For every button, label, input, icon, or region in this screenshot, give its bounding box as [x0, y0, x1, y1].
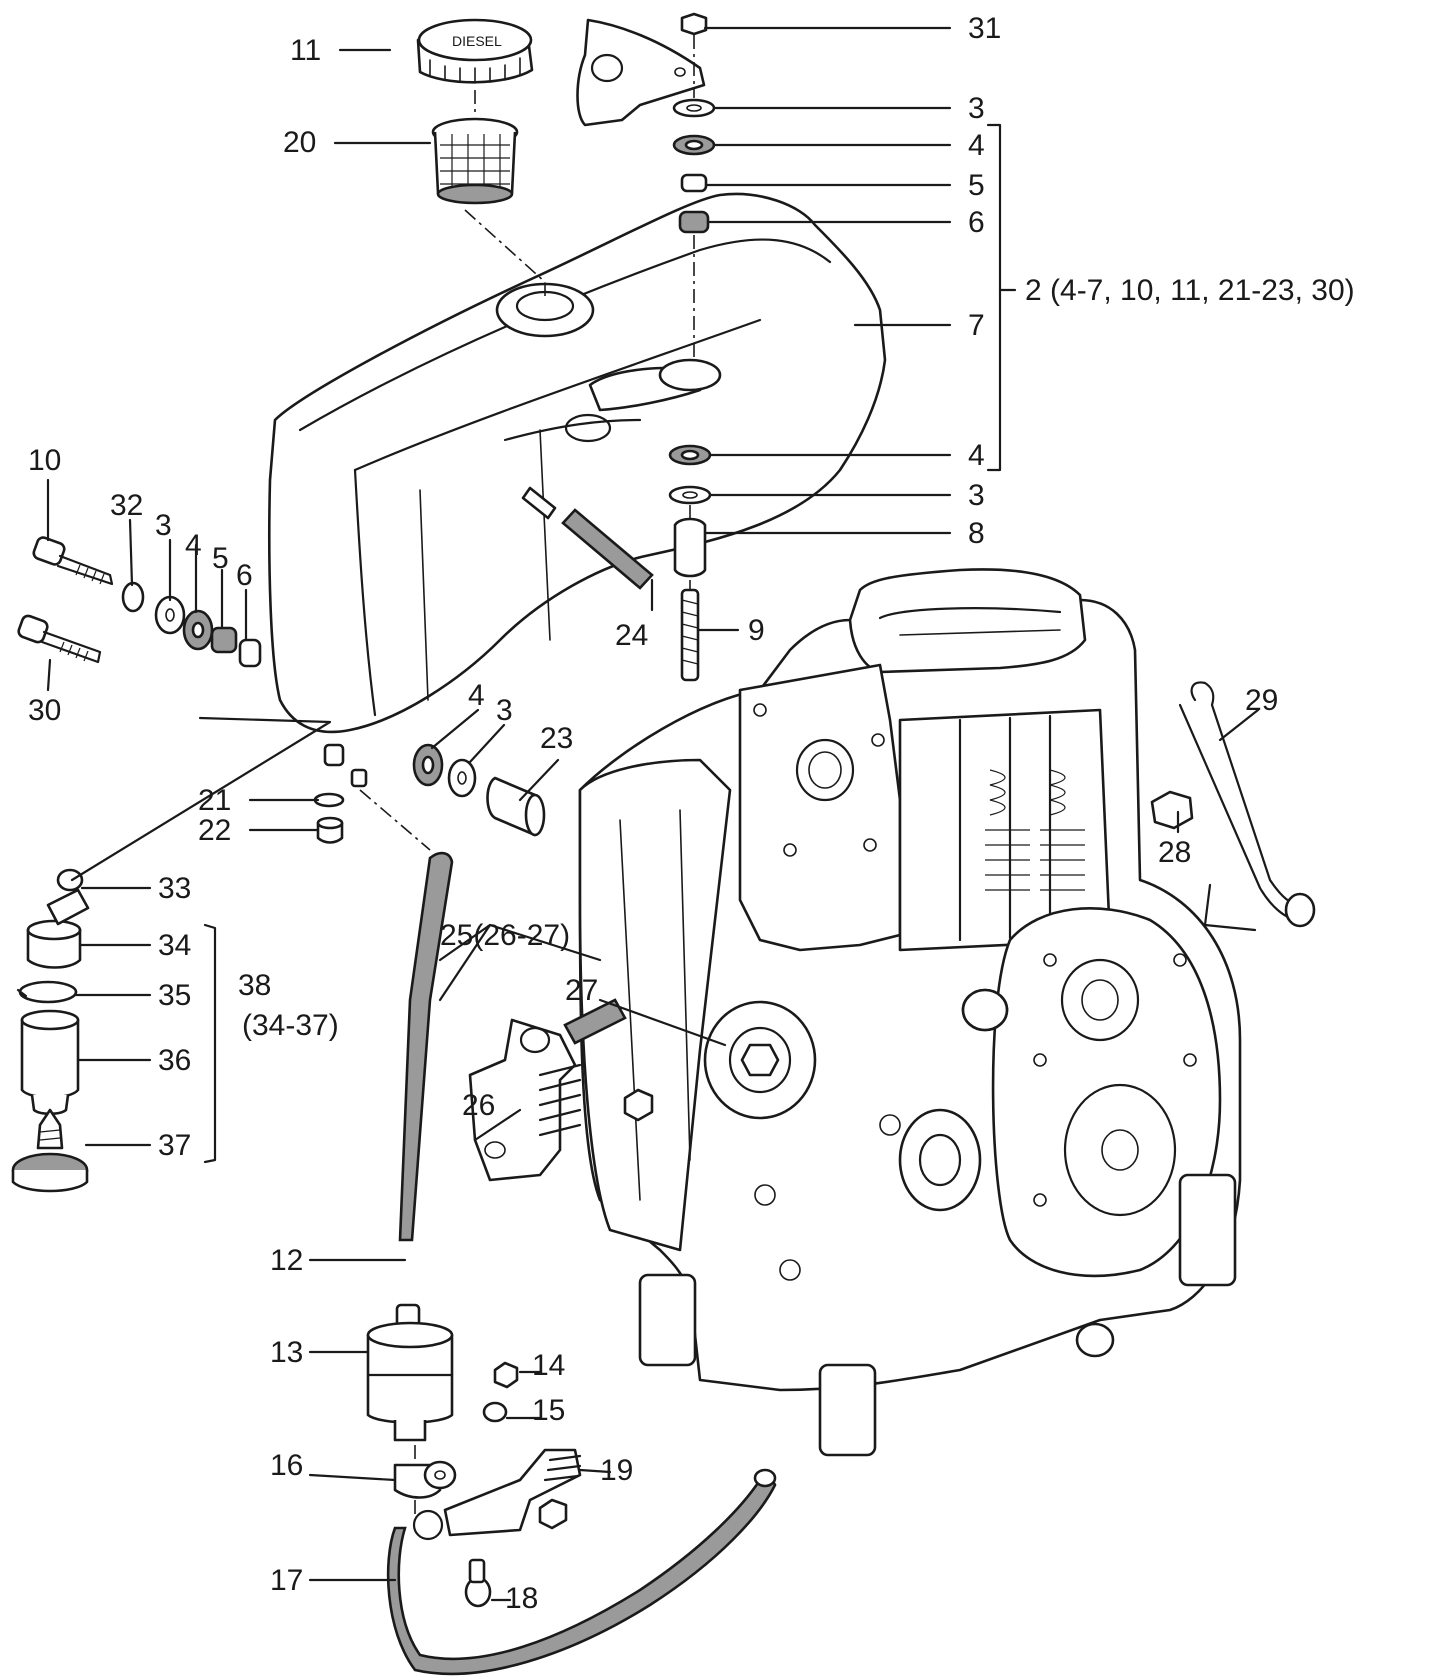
label-23: 23 [540, 722, 573, 755]
label-29: 29 [1245, 684, 1278, 717]
bolt-30 [17, 614, 102, 664]
labels: 11 20 31 3 4 5 6 2 (4-7, 10, 11, 21-23, … [28, 12, 1355, 1615]
nut-14 [493, 1361, 519, 1389]
nut-26 [623, 1088, 654, 1122]
label-18: 18 [505, 1582, 538, 1615]
plug-37 [11, 1108, 89, 1193]
label-30: 30 [28, 694, 61, 727]
hose-clamp-33 [56, 868, 84, 892]
label-8: 8 [968, 517, 985, 550]
label-7: 7 [968, 309, 985, 342]
label-4a: 4 [968, 129, 985, 162]
strainer [431, 117, 519, 205]
label-14: 14 [532, 1349, 565, 1382]
upper-mount-stack [658, 12, 722, 682]
hose-17 [386, 1468, 777, 1676]
label-25: 25(26-27) [440, 919, 570, 952]
label-9: 9 [748, 614, 765, 647]
label-36: 36 [158, 1044, 191, 1077]
label-3b: 3 [968, 479, 985, 512]
label-17: 17 [270, 1564, 303, 1597]
support-rod [1178, 681, 1316, 932]
label-19: 19 [600, 1454, 633, 1487]
drain-screw [313, 792, 345, 844]
label-16: 16 [270, 1449, 303, 1482]
label-34: 34 [158, 929, 191, 962]
clamp-16 [393, 1460, 457, 1499]
label-3d: 3 [496, 694, 513, 727]
washer-15 [482, 1401, 508, 1423]
bracket-38 [203, 923, 217, 1164]
label-28: 28 [1158, 836, 1191, 869]
fuel-tank [268, 192, 887, 788]
label-11: 11 [290, 34, 321, 67]
strainer-axis [464, 209, 546, 296]
filler-cap: DIESEL [416, 18, 534, 84]
clip-35 [16, 980, 78, 1004]
left-washer-stack [121, 581, 262, 668]
leader-33-path [70, 716, 332, 882]
label-4c: 4 [185, 529, 202, 562]
sleeve-36 [20, 1009, 80, 1116]
bracket-19 [412, 1448, 582, 1541]
label-20: 20 [283, 126, 316, 159]
cap-lettering: DIESEL [452, 33, 502, 49]
fuel-filter [366, 1303, 454, 1442]
vent-tube [521, 486, 654, 590]
engine-block [578, 568, 1242, 1457]
top-bracket [576, 18, 706, 127]
label-5: 5 [968, 169, 985, 202]
label-22: 22 [198, 814, 231, 847]
label-3a: 3 [968, 92, 985, 125]
label-35: 35 [158, 979, 191, 1012]
label-21: 21 [198, 784, 231, 817]
label-6b: 6 [236, 559, 253, 592]
label-31: 31 [968, 12, 1001, 45]
label-3c: 3 [155, 509, 172, 542]
bolt-10 [32, 536, 114, 586]
label-33: 33 [158, 872, 191, 905]
label-27: 27 [565, 974, 598, 1007]
label-26: 26 [462, 1089, 495, 1122]
tube-27 [563, 998, 627, 1045]
label-2-kit: 2 (4-7, 10, 11, 21-23, 30) [1025, 274, 1355, 307]
label-13: 13 [270, 1336, 303, 1369]
label-6: 6 [968, 206, 985, 239]
label-4d: 4 [468, 679, 485, 712]
label-10: 10 [28, 444, 61, 477]
label-24: 24 [615, 619, 648, 652]
bolt-18 [464, 1558, 492, 1608]
bracket-26 [468, 1018, 582, 1182]
elbow-34 [26, 888, 90, 969]
label-38: 38 [238, 969, 271, 1002]
label-15: 15 [532, 1394, 565, 1427]
mid-mount-stack [412, 743, 546, 837]
label-38-sub: (34-37) [242, 1009, 339, 1042]
nut-28 [1150, 790, 1194, 830]
label-37: 37 [158, 1129, 191, 1162]
leader-lines [46, 26, 1260, 1602]
label-12: 12 [270, 1244, 303, 1277]
label-32: 32 [110, 489, 143, 522]
label-5b: 5 [212, 542, 229, 575]
label-4b: 4 [968, 439, 985, 472]
hose-12 [359, 789, 454, 1242]
